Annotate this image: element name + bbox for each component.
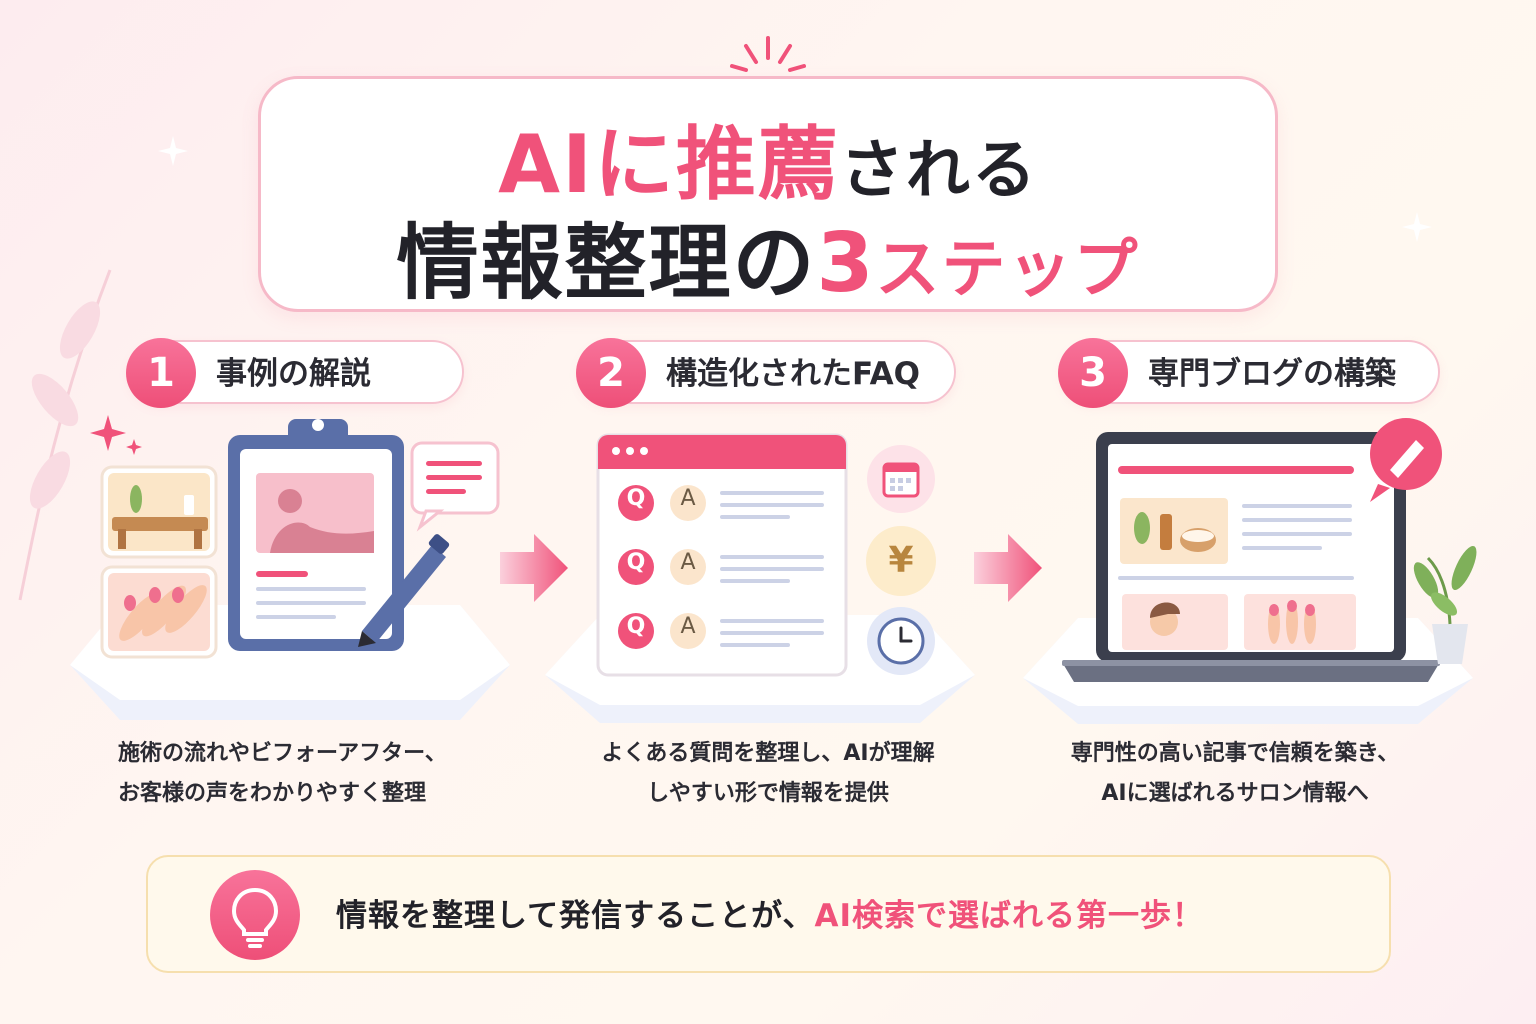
step-1-description: 施術の流れやビフォーアフター、 お客様の声をわかりやすく整理 [118,734,447,814]
faq-a-label: A [680,486,696,511]
description-line: お客様の声をわかりやすく整理 [118,781,427,806]
step-label: 構造化されたFAQ [666,356,920,392]
faq-q-label: Q [626,614,646,639]
step-2-pill: 2 構造化されたFAQ [576,338,956,408]
step-1-pill: 1 事例の解説 [126,338,464,408]
faq-a-label: A [680,614,696,639]
step-number: 1 [126,338,196,408]
description-line: しやすい形で情報を提供 [647,781,889,806]
footer-banner: 情報を整理して発信することが、AI検索で選ばれる第一歩！ [146,855,1391,973]
burst-icon [730,36,806,72]
title-card [258,76,1278,312]
sparkle-icon [1402,212,1432,242]
faq-a-label: A [680,550,696,575]
title-number: 3 [816,216,876,311]
step-3-pill: 3 専門ブログの構築 [1058,338,1440,408]
footer-highlight: AI検索で選ばれる第一歩！ [814,898,1204,934]
faq-q-label: Q [626,550,646,575]
description-line: AIに選ばれるサロン情報へ [1101,781,1369,806]
step-label: 事例の解説 [216,356,371,392]
step-3-description: 専門性の高い記事で信頼を築き、 AIに選ばれるサロン情報へ [1040,734,1430,814]
description-line: 専門性の高い記事で信頼を築き、 [1070,741,1400,766]
description-line: よくある質問を整理し、AIが理解 [601,741,935,766]
step-label: 専門ブログの構築 [1148,356,1396,392]
footer-message: 情報を整理して発信することが、AI検索で選ばれる第一歩！ [336,857,1204,975]
step-3-illustration [1023,418,1477,724]
arrow-right-icon [974,534,1042,602]
yen-symbol: ¥ [888,540,914,581]
title-line-2: 情報整理の3ステップ [0,196,1536,315]
title-text: される [839,134,1038,208]
yen-icon: ¥ [866,526,936,596]
leaf-decoration-icon [18,269,112,601]
description-line: 施術の流れやビフォーアフター、 [118,741,447,766]
step-1-illustration [70,415,510,720]
title-highlight: ステップ [875,233,1140,307]
lightbulb-icon [210,870,300,960]
step-2-description: よくある質問を整理し、AIが理解 しやすい形で情報を提供 [580,734,956,814]
sparkle-icon [158,136,188,166]
clock-icon [867,607,935,675]
arrow-right-icon [500,534,568,602]
step-number: 3 [1058,338,1128,408]
faq-q-label: Q [626,486,646,511]
title-highlight: AIに推薦 [498,118,840,211]
title-line-1: AIに推薦される [0,100,1536,216]
title-text: 情報整理の [396,216,817,311]
calendar-icon [867,445,935,513]
footer-text: 情報を整理して発信することが、 [336,898,815,934]
step-number: 2 [576,338,646,408]
